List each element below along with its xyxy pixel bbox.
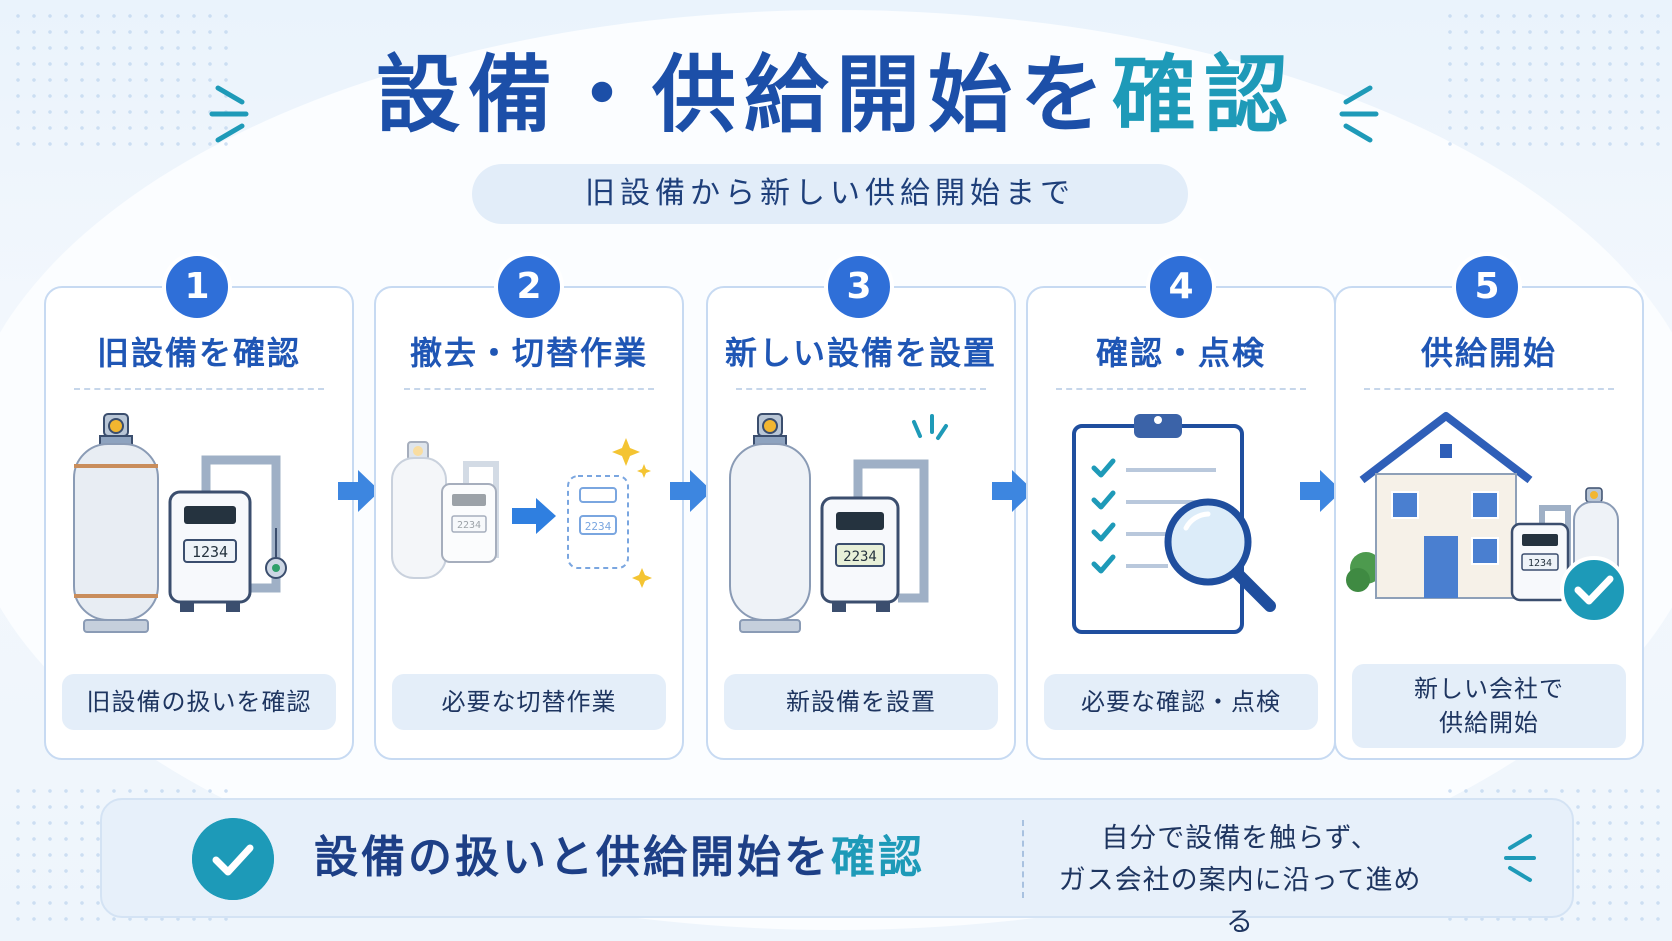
step-card-3: 新しい設備を設置 2234 新設備を設置	[706, 286, 1016, 760]
meter-reading: 2234	[843, 549, 877, 565]
house-icon	[1346, 412, 1533, 599]
title-main: 設備・供給開始を	[375, 46, 1112, 144]
summary-note-line: 自分で設備を触らず、	[1101, 823, 1379, 854]
sparkle-icon	[637, 464, 651, 478]
step-caption: 必要な確認・点検	[1044, 674, 1318, 730]
step-number-badge: 4	[1150, 256, 1212, 318]
page-title: 設備・供給開始を確認	[0, 40, 1672, 150]
burst-icon	[912, 414, 948, 440]
sparkle-icon	[612, 438, 640, 466]
summary-banner: 設備の扱いと供給開始を確認 自分で設備を触らず、 ガス会社の案内に沿って進める	[100, 798, 1574, 938]
arrow-right-icon	[338, 470, 380, 512]
step-title: 供給開始	[1420, 334, 1557, 372]
inspection-illustration	[1072, 414, 1276, 634]
divider	[736, 388, 986, 390]
sparkle-icon	[632, 568, 652, 588]
meter-reading: 2234	[457, 520, 481, 531]
step-number-badge: 3	[828, 256, 890, 318]
step-number-badge: 1	[166, 256, 228, 318]
step-number-badge: 2	[498, 256, 560, 318]
meter-reading: 2234	[585, 520, 612, 533]
check-icon	[1560, 556, 1628, 624]
step-caption-line: 供給開始	[1439, 709, 1539, 737]
divider	[1364, 388, 1614, 390]
gas-meter-icon: 2234	[820, 496, 900, 612]
summary-note: 自分で設備を触らず、 ガス会社の案内に沿って進める	[1050, 818, 1430, 941]
arrow-right-icon	[1300, 470, 1342, 512]
title-accent: 確認	[1112, 46, 1297, 144]
step-card-4: 確認・点検 必要な確認・点検	[1026, 286, 1336, 760]
check-icon	[192, 818, 274, 900]
step-caption: 必要な切替作業	[392, 674, 666, 730]
gas-equipment-illustration: 1234	[73, 413, 287, 633]
gas-meter-icon: 1234	[168, 490, 252, 612]
step-title: 旧設備を確認	[96, 334, 301, 372]
meter-reading: 1234	[192, 543, 228, 561]
step-caption: 旧設備の扱いを確認	[62, 674, 336, 730]
magnifier-icon	[1164, 498, 1276, 612]
gas-cylinder-icon	[73, 413, 159, 633]
divider	[1022, 820, 1024, 898]
arrow-right-icon	[992, 470, 1034, 512]
step-card-5: 供給開始 1234	[1334, 286, 1644, 760]
step-title: 確認・点検	[1095, 334, 1266, 372]
arrow-right-icon	[670, 470, 712, 512]
summary-text: 設備の扱いと供給開始を確認	[314, 826, 925, 890]
old-equipment: 2234	[391, 441, 499, 579]
arrow-right-icon	[512, 498, 556, 534]
meter-reading: 1234	[1528, 558, 1552, 569]
summary-main: 設備の扱いと供給開始を	[314, 832, 831, 883]
new-meter-outline: 2234	[567, 475, 629, 569]
divider	[404, 388, 654, 390]
divider	[1056, 388, 1306, 390]
supply-start-illustration: 1234	[1346, 412, 1628, 624]
step-card-2: 撤去・切替作業 2234 2234 必	[374, 286, 684, 760]
step-caption: 新設備を設置	[724, 674, 998, 730]
replacement-illustration: 2234 2234	[391, 438, 652, 588]
dot-pattern	[10, 8, 230, 158]
summary-accent: 確認	[831, 832, 925, 883]
gas-cylinder-icon	[729, 413, 811, 633]
step-title: 撤去・切替作業	[409, 334, 648, 372]
subtitle-pill: 旧設備から新しい供給開始まで	[472, 164, 1188, 224]
burst-icon	[209, 85, 249, 143]
burst-icon	[1504, 834, 1536, 882]
step-card-1: 旧設備を確認 1234	[44, 286, 354, 760]
new-equipment-illustration: 2234	[729, 413, 948, 633]
burst-icon	[1339, 85, 1379, 143]
step-caption: 新しい会社で 供給開始	[1352, 664, 1626, 748]
step-caption-line: 新しい会社で	[1414, 675, 1564, 703]
dot-pattern	[1442, 8, 1662, 158]
gas-meter-icon: 1234	[1510, 522, 1570, 602]
summary-note-line: ガス会社の案内に沿って進める	[1058, 865, 1422, 938]
step-title: 新しい設備を設置	[724, 334, 997, 372]
step-number-badge: 5	[1456, 256, 1518, 318]
divider	[74, 388, 324, 390]
